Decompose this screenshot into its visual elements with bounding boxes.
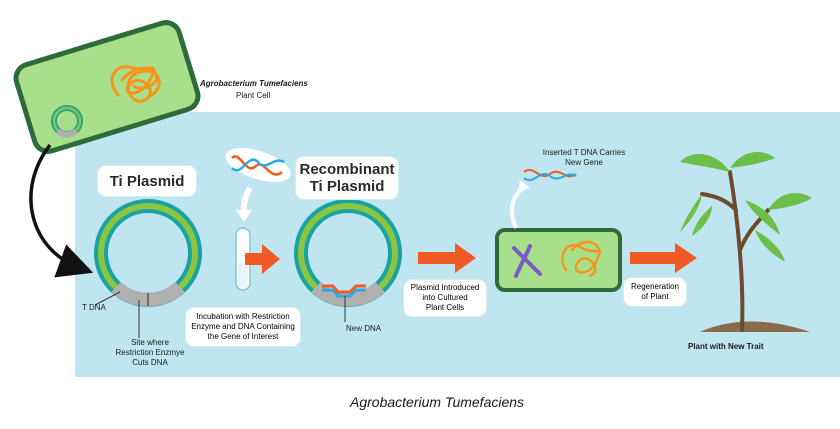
transfer-arrow-icon bbox=[29, 143, 94, 278]
ti-plasmid-text: Ti Plasmid bbox=[109, 172, 185, 190]
inserted-text-2: New Gene bbox=[565, 158, 603, 167]
site-text-3: Cuts DNA bbox=[132, 358, 168, 367]
recombinant-label: Recombinant Ti Plasmid bbox=[296, 157, 398, 199]
bacterium-cell-icon bbox=[13, 20, 201, 154]
inserted-dna-icon bbox=[523, 169, 577, 181]
process-arrow-icon bbox=[630, 243, 697, 273]
regeneration-text-1: Regeneration bbox=[630, 282, 680, 291]
recombinant-text-1: Recombinant bbox=[299, 161, 395, 178]
introduced-text-2: into Cultured bbox=[422, 293, 468, 302]
t-dna-label: T DNA bbox=[82, 303, 106, 312]
plant-cell-icon bbox=[495, 180, 622, 292]
ti-plasmid-label: Ti Plasmid bbox=[98, 166, 196, 196]
incubation-note: Incubation with Restriction Enzyme and D… bbox=[186, 308, 300, 346]
regeneration-note: Regeneration of Plant bbox=[624, 278, 686, 306]
introduced-text-1: Plasmid Introduced bbox=[410, 283, 480, 292]
incubation-text-2: Enzyme and DNA Containing bbox=[191, 322, 295, 331]
recombinant-plasmid-icon bbox=[294, 199, 402, 322]
new-dna-label: New DNA bbox=[346, 324, 382, 333]
introduced-text-3: Plant Cells bbox=[425, 303, 465, 312]
diagram-caption: Agrobacterium Tumefaciens bbox=[350, 394, 525, 410]
plant-trait-label: Plant with New Trait bbox=[688, 342, 764, 351]
incubation-text-1: Incubation with Restriction bbox=[196, 312, 290, 321]
site-text-1: Site where bbox=[131, 338, 169, 347]
process-arrow-icon bbox=[418, 243, 476, 273]
inserted-text-1: Inserted T DNA Carries bbox=[542, 148, 626, 157]
cell-subtitle: Plant Cell bbox=[236, 91, 271, 100]
site-text-2: Restriction Enzmye bbox=[115, 348, 185, 357]
incubation-text-3: the Gene of Interest bbox=[207, 332, 279, 341]
cell-title: Agrobacterium Tumefaciens bbox=[200, 79, 308, 88]
recombinant-text-2: Ti Plasmid bbox=[309, 178, 385, 195]
chromosome-icon bbox=[110, 65, 161, 103]
plant-icon bbox=[680, 152, 812, 332]
restriction-site-label: Site where Restriction Enzmye Cuts DNA bbox=[112, 338, 188, 368]
regeneration-text-2: of Plant bbox=[641, 292, 669, 301]
inserted-dna-label: Inserted T DNA Carries New Gene bbox=[536, 148, 632, 168]
plasmid-ring-icon bbox=[94, 199, 202, 338]
dna-helix-icon bbox=[225, 148, 291, 222]
introduced-note: Plasmid Introduced into Cultured Plant C… bbox=[404, 280, 486, 316]
process-arrow-icon bbox=[245, 244, 280, 274]
